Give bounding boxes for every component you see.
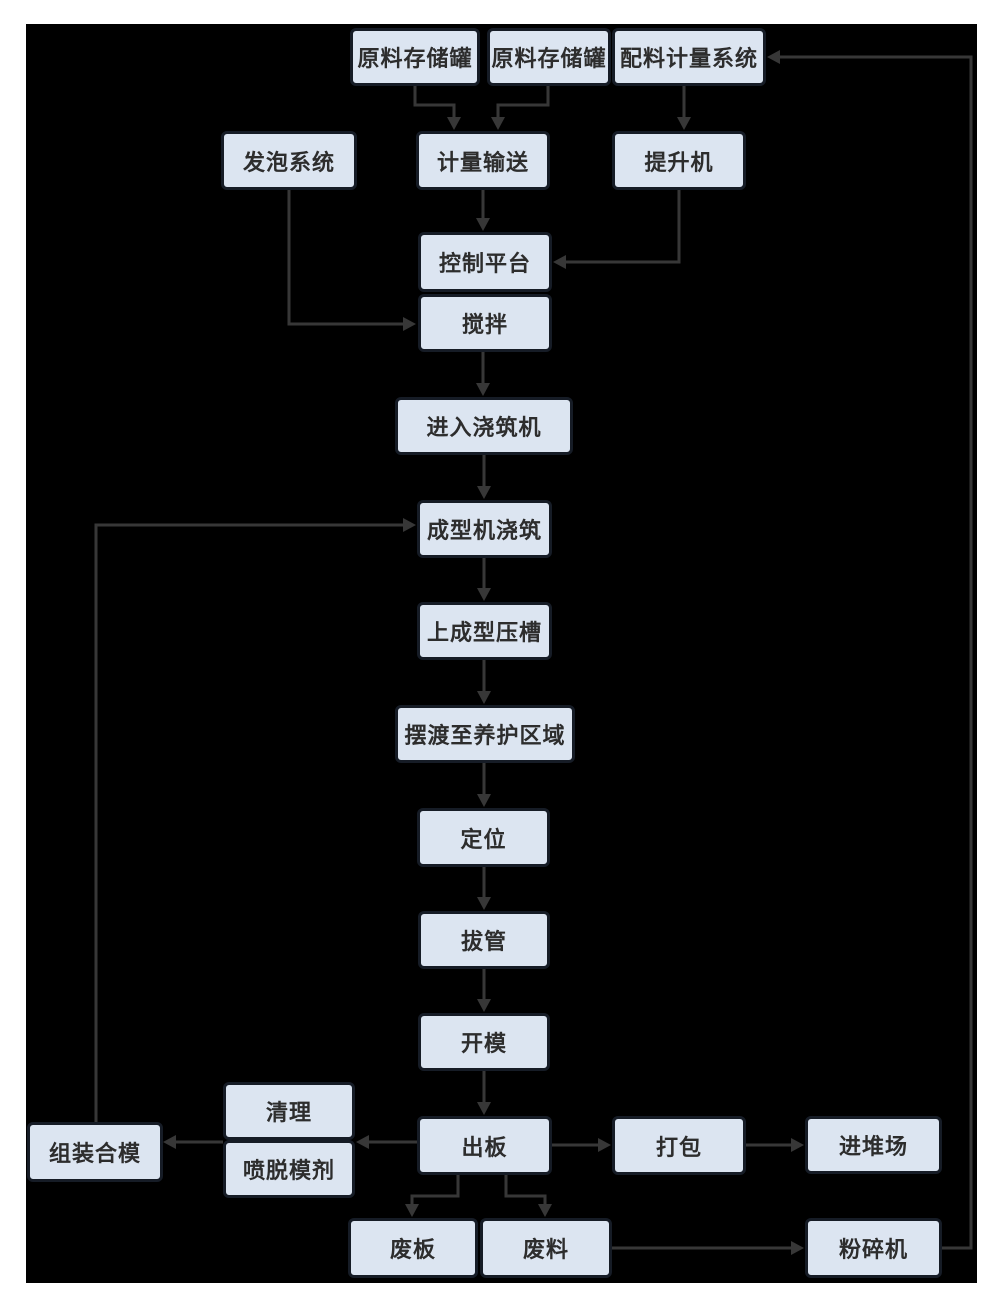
node-metering-conveying: 计量输送: [416, 131, 550, 190]
node-label: 喷脱模剂: [242, 1158, 335, 1183]
node-label: 搅拌: [461, 312, 508, 337]
node-label: 粉碎机: [838, 1237, 908, 1262]
node-assemble-close-mold: 组装合模: [27, 1122, 163, 1182]
node-enter-pouring-machine: 进入浇筑机: [395, 397, 573, 455]
node-label: 定位: [460, 826, 507, 852]
node-spray-release-agent: 喷脱模剂: [223, 1140, 355, 1198]
node-label: 摆渡至养护区域: [404, 723, 566, 748]
node-label: 成型机浇筑: [426, 518, 542, 543]
node-waste-board: 废板: [348, 1218, 478, 1278]
node-hoist: 提升机: [612, 131, 746, 190]
node-ferry-to-curing-area: 摆渡至养护区域: [395, 705, 575, 763]
node-mold-opening: 开模: [418, 1013, 550, 1071]
node-label: 拔管: [460, 929, 507, 954]
node-label: 发泡系统: [242, 149, 335, 175]
node-label: 进入浇筑机: [426, 415, 542, 440]
node-label: 计量输送: [436, 149, 529, 175]
node-mixing: 搅拌: [418, 294, 552, 352]
node-label: 提升机: [644, 149, 714, 175]
node-waste-material: 废料: [480, 1218, 612, 1278]
node-label: 上成型压槽: [426, 620, 542, 645]
node-upper-forming-groove: 上成型压槽: [417, 602, 552, 660]
node-label: 控制平台: [438, 251, 531, 276]
node-cleaning: 清理: [223, 1082, 355, 1140]
node-label: 开模: [460, 1031, 507, 1056]
node-board-out: 出板: [417, 1116, 552, 1175]
node-label: 进堆场: [838, 1134, 908, 1159]
node-positioning: 定位: [417, 808, 550, 867]
node-pipe-pulling: 拔管: [418, 911, 550, 969]
node-storage-tank-1: 原料存储罐: [350, 28, 480, 86]
node-foaming-system: 发泡系统: [221, 131, 357, 190]
node-to-stockyard: 进堆场: [805, 1116, 942, 1174]
node-label: 原料存储罐: [491, 46, 607, 71]
node-label: 废板: [389, 1237, 436, 1262]
node-label: 打包: [655, 1134, 702, 1160]
node-label: 清理: [265, 1100, 312, 1125]
node-crusher: 粉碎机: [805, 1218, 942, 1278]
node-batching-metering-system: 配料计量系统: [612, 28, 766, 86]
node-label: 废料: [522, 1237, 569, 1262]
node-label: 出板: [461, 1134, 508, 1160]
node-packing: 打包: [612, 1116, 746, 1175]
node-forming-machine-pouring: 成型机浇筑: [417, 500, 552, 558]
node-label: 配料计量系统: [619, 46, 758, 71]
node-storage-tank-2: 原料存储罐: [487, 28, 611, 86]
node-label: 组装合模: [48, 1141, 141, 1166]
node-label: 原料存储罐: [357, 46, 473, 71]
node-control-platform: 控制平台: [418, 232, 552, 292]
